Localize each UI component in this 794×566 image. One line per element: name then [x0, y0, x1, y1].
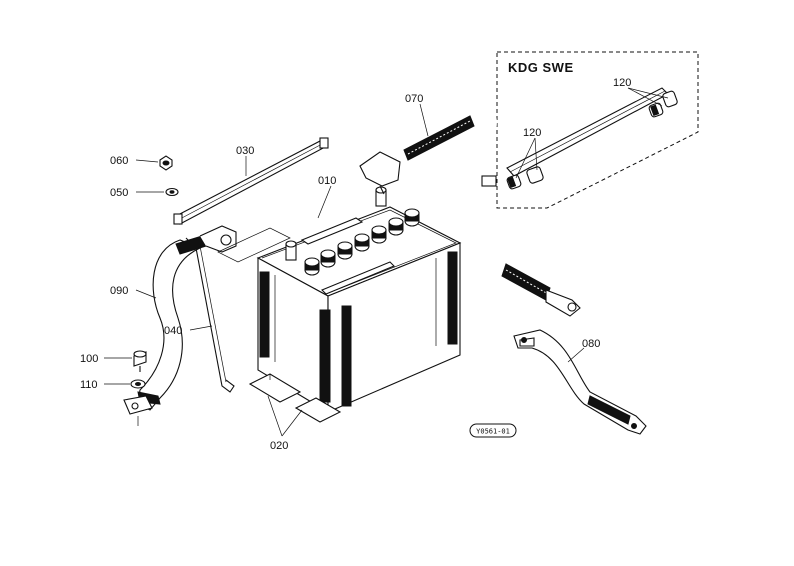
part-label-040: 040 — [164, 325, 182, 337]
leader-040 — [189, 325, 213, 331]
leader-120-b — [627, 87, 669, 99]
part-label-100: 100 — [80, 353, 98, 365]
ground-cable — [123, 225, 237, 426]
leader-120-c — [515, 137, 536, 179]
leader-080 — [567, 347, 585, 363]
leader-010 — [317, 185, 332, 219]
battery-terminal-positive — [375, 186, 387, 207]
reference-code: Y0561-01 — [476, 428, 510, 436]
part-label-050: 050 — [110, 187, 128, 199]
part-label-030: 030 — [236, 145, 254, 157]
part-label-110: 110 — [80, 379, 98, 391]
part-label-020: 020 — [270, 440, 288, 452]
battery-ribs — [259, 251, 458, 407]
leader-020-b — [281, 409, 303, 437]
variant-inset: KDG SWE — [496, 51, 699, 209]
nut-060 — [159, 155, 173, 171]
inset-clip-upper — [648, 90, 678, 118]
battery — [256, 186, 462, 413]
washer-110 — [130, 379, 146, 389]
terminal-bracket — [217, 227, 291, 263]
bolt-100 — [133, 350, 147, 372]
battery-tray — [248, 373, 342, 423]
part-label-120-upper: 120 — [613, 77, 631, 89]
battery-terminal-negative — [285, 240, 297, 261]
hold-down-bar — [173, 137, 329, 225]
variant-label: KDG SWE — [508, 60, 574, 75]
leader-090 — [135, 289, 157, 299]
washer-050 — [165, 187, 179, 197]
part-label-010: 010 — [318, 175, 336, 187]
leader-020-a — [267, 395, 283, 437]
part-label-060: 060 — [110, 155, 128, 167]
reference-code-badge: Y0561-01 — [469, 423, 517, 438]
leader-120-a — [627, 87, 663, 107]
part-label-090: 090 — [110, 285, 128, 297]
hook-rod — [185, 237, 235, 393]
part-labels: 010 020 030 040 050 060 070 080 090 100 … — [80, 77, 631, 452]
ground-strap — [513, 329, 647, 435]
part-label-120-lower: 120 — [523, 127, 541, 139]
part-label-070: 070 — [405, 93, 423, 105]
inset-clip-lower — [506, 166, 544, 190]
variant-inset-border — [496, 51, 699, 209]
leader-120-d — [534, 137, 538, 171]
leader-070 — [419, 103, 429, 137]
leader-060 — [135, 159, 159, 163]
part-label-080: 080 — [582, 338, 600, 350]
positive-cable — [359, 106, 581, 317]
battery-vent-caps — [304, 208, 420, 276]
